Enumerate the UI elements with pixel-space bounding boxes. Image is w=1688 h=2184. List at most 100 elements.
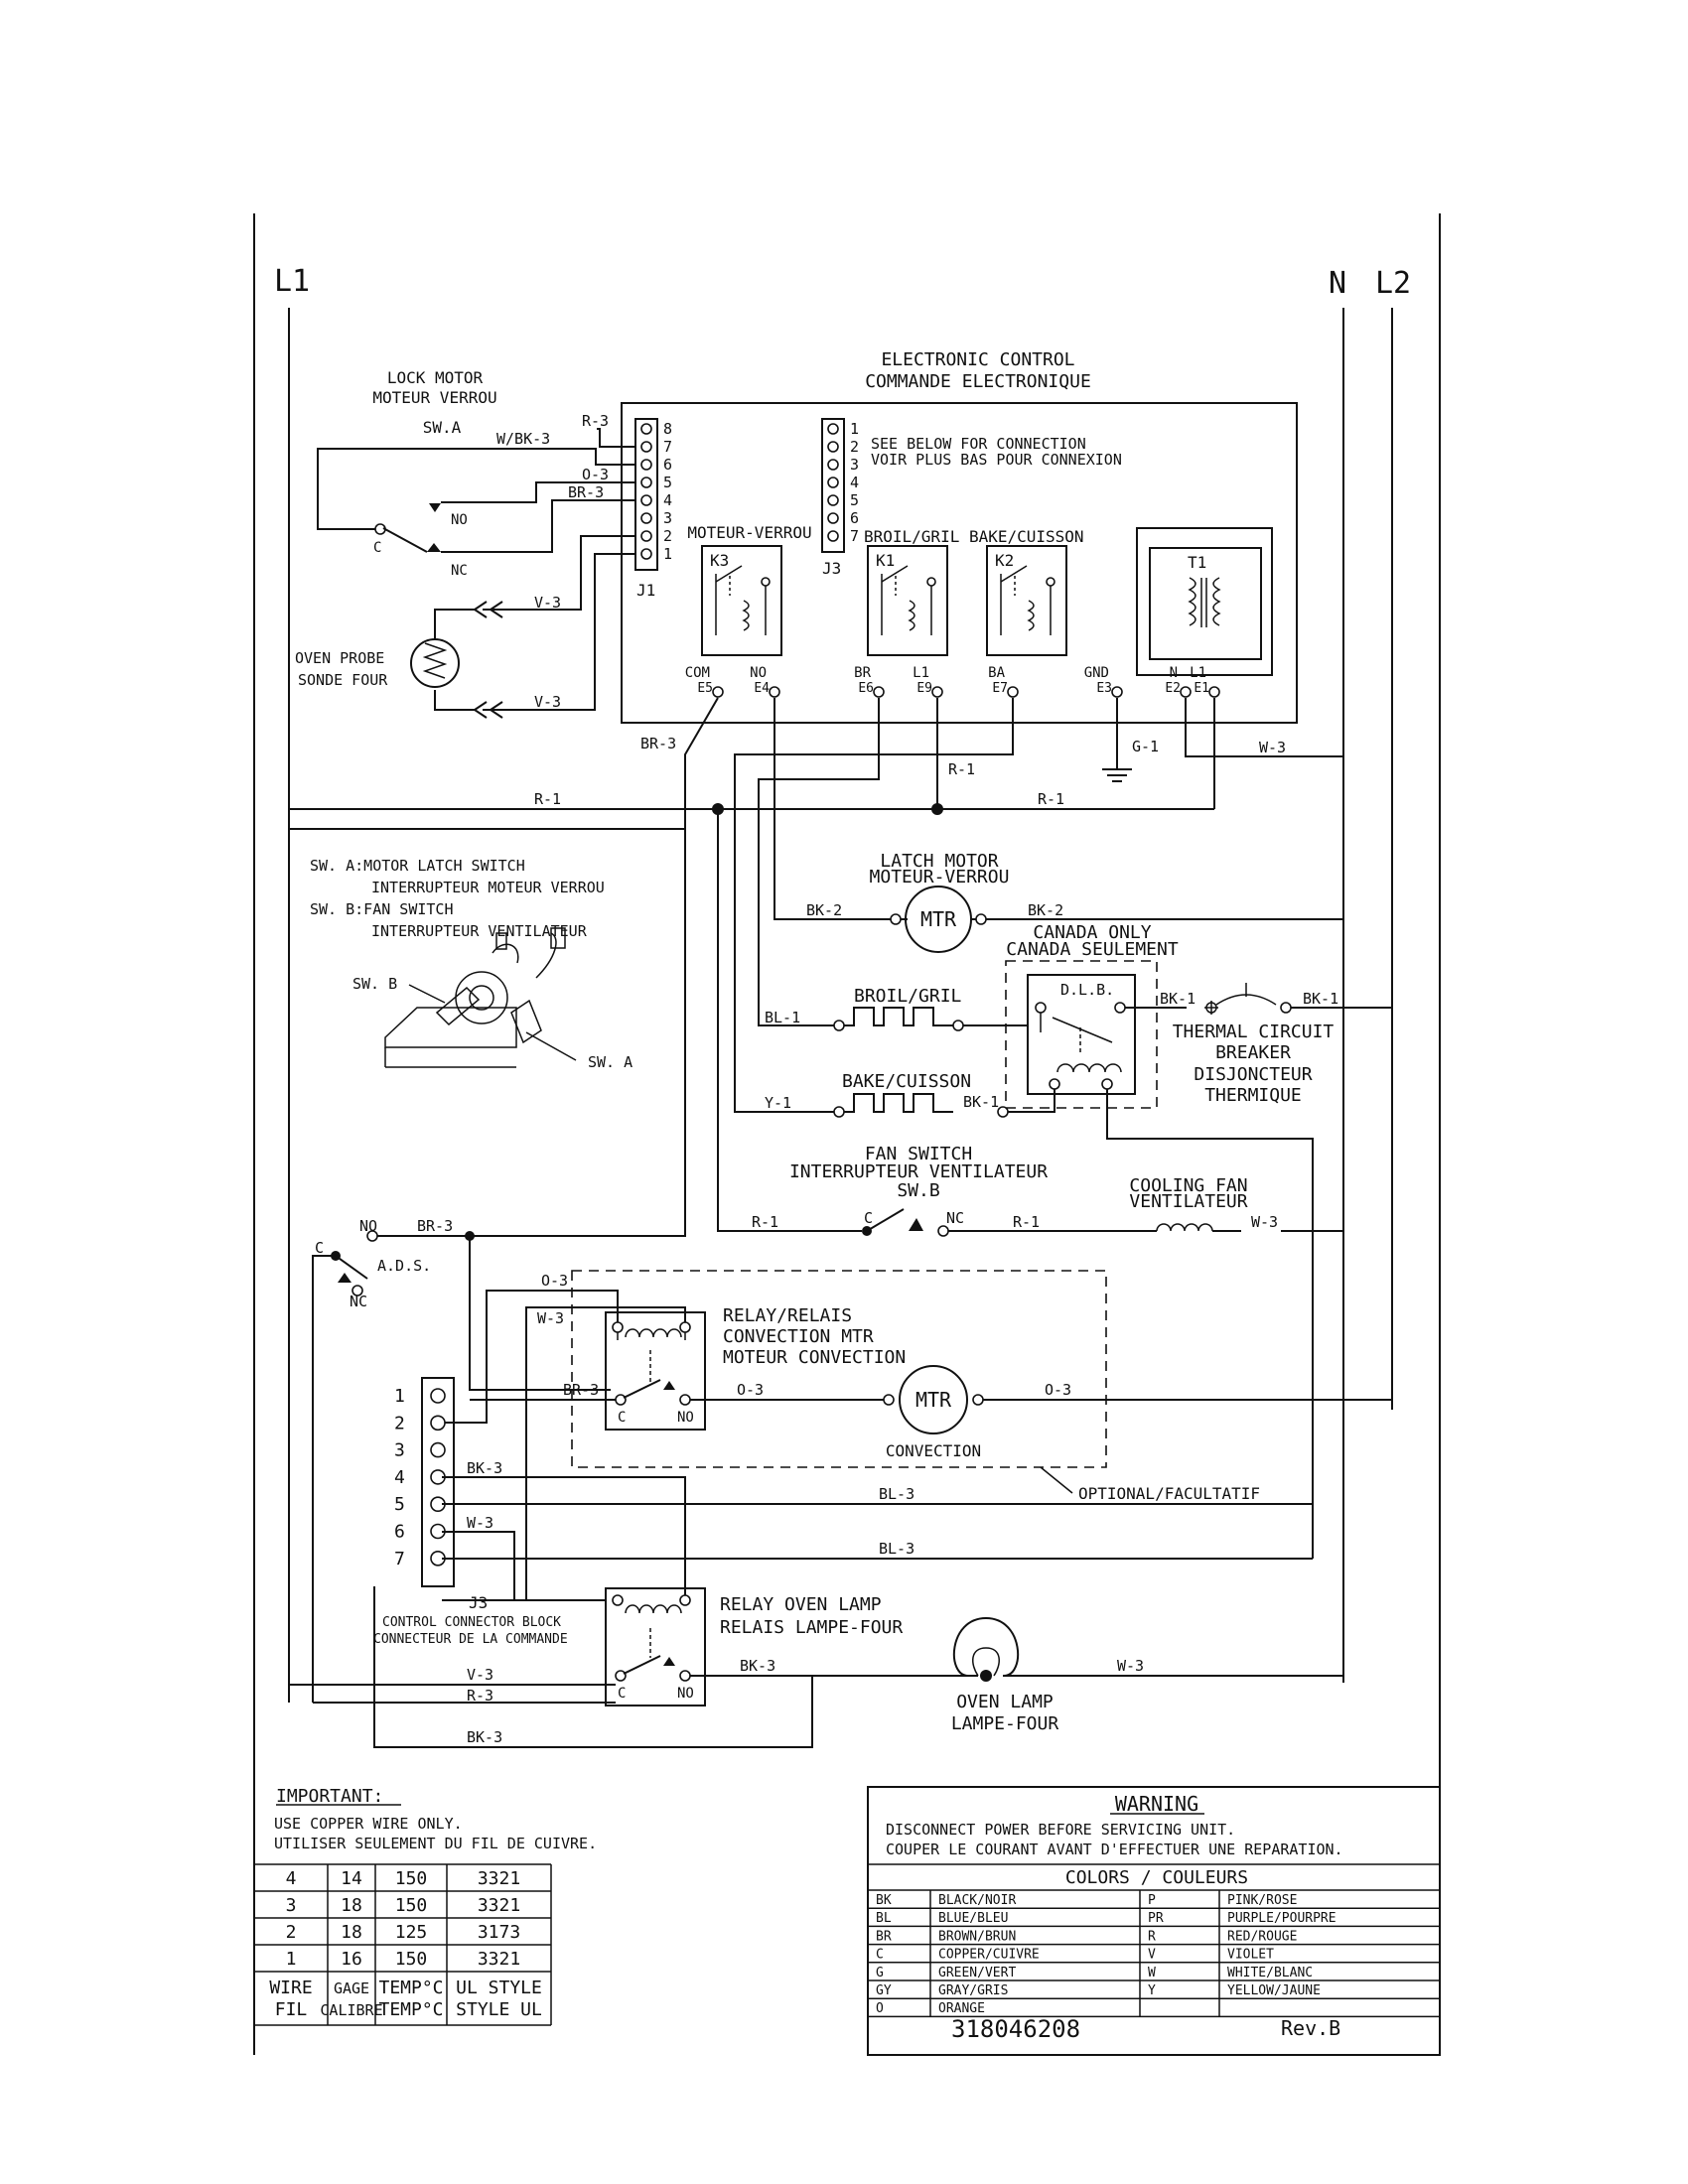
- warning-section: WARNING DISCONNECT POWER BEFORE SERVICIN…: [867, 1786, 1441, 2056]
- wire-label-br3-ads: BR-3: [417, 1217, 453, 1235]
- ads-c-label: C: [315, 1239, 324, 1257]
- wire-table-header: WIRE: [269, 1978, 312, 1998]
- convection-motor-symbol: [899, 1365, 968, 1434]
- latch-motor-title: LATCH MOTOR: [880, 851, 998, 872]
- wire-table-header: UL STYLE: [456, 1978, 542, 1998]
- colors-table-cell: O: [876, 2001, 884, 2016]
- fan-switch-c: C: [864, 1209, 873, 1227]
- wire-label-v3-top: V-3: [534, 594, 561, 612]
- optional-dashed-box: [571, 1270, 1107, 1468]
- lamp-relay-box: [605, 1587, 706, 1706]
- lamp-relay-label-fr: RELAIS LAMPE-FOUR: [720, 1617, 903, 1638]
- switch-legend: SW. A:MOTOR LATCH SWITCH INTERRUPTEUR MO…: [289, 828, 686, 1196]
- main-wiring: R-1 R-1 R-1 BR-3 BK-2 BL-1 Y-1 G-1 W-3: [289, 697, 1343, 1237]
- wire-table-cell: 4: [286, 1868, 297, 1889]
- conv-relay-c-label: C: [618, 1410, 626, 1426]
- important-title: IMPORTANT:: [276, 1786, 383, 1807]
- thermal-breaker-label-2: BREAKER: [1215, 1042, 1291, 1063]
- wire-label-r3-j1: R-3: [582, 412, 609, 430]
- connector-pin: [430, 1388, 446, 1404]
- wire-label-wbk3: W/BK-3: [496, 430, 550, 448]
- canada-only-label: CANADA ONLY: [1033, 922, 1151, 943]
- wire-table-cell: 150: [395, 1868, 428, 1889]
- wire-table-cell: 3173: [478, 1922, 520, 1943]
- oven-probe-label: OVEN PROBE: [295, 649, 384, 667]
- lock-motor-switch: LOCK MOTOR MOTEUR VERROU SW.A R-3 W/BK-3…: [317, 368, 635, 579]
- oven-probe-label-fr: SONDE FOUR: [298, 671, 388, 689]
- j1-pin: [640, 494, 652, 506]
- control-title: ELECTRONIC CONTROL: [881, 349, 1074, 370]
- door-lock-breaker: CANADA ONLY CANADA SEULEMENT D.L.B. BK-1…: [1005, 922, 1392, 1521]
- wire-label-r1-fan: R-1: [752, 1213, 778, 1231]
- j3-pin-number: 1: [850, 420, 859, 438]
- bake-element-symbol: [844, 1093, 953, 1113]
- wire-label-bk2-left: BK-2: [806, 901, 842, 919]
- terminal-id: E7: [992, 681, 1008, 696]
- convection-motor-mtr: MTR: [915, 1388, 952, 1412]
- terminal-name: N: [1170, 665, 1178, 681]
- conv-relay-label-3: MOTEUR CONVECTION: [723, 1347, 906, 1368]
- fan-switch-label: FAN SWITCH: [865, 1144, 972, 1164]
- wire-table-cell: 150: [395, 1949, 428, 1970]
- wire-label-o3-relay: O-3: [541, 1272, 568, 1290]
- terminal-point: [1007, 686, 1019, 698]
- connector-label: CONTROL CONNECTOR BLOCK: [382, 1615, 561, 1630]
- j3-pin: [827, 477, 839, 488]
- colors-table-cell: GRAY/GRIS: [938, 1983, 1008, 1998]
- terminal-name: L1: [913, 665, 929, 681]
- terminal-id: E9: [916, 681, 932, 696]
- ads-label: A.D.S.: [377, 1257, 431, 1275]
- important-note-fr: UTILISER SEULEMENT DU FIL DE CUIVRE.: [274, 1835, 597, 1852]
- colors-table-cell: R: [1148, 1929, 1156, 1944]
- j1-pin: [640, 512, 652, 524]
- colors-table-cell: BLUE/BLEU: [938, 1911, 1008, 1926]
- part-number: 318046208: [951, 2015, 1080, 2043]
- wire-label-bk1-l2: BK-1: [1303, 990, 1338, 1008]
- electronic-control: ELECTRONIC CONTROL COMMANDE ELECTRONIQUE…: [621, 349, 1298, 724]
- wire-label-w3-n: W-3: [1259, 739, 1286, 756]
- connector-pin-number: 5: [394, 1494, 405, 1515]
- connector-label-fr: CONNECTEUR DE LA COMMANDE: [373, 1632, 568, 1647]
- wire-label-v3-lamp: V-3: [467, 1666, 493, 1684]
- terminal-name: COM: [685, 665, 710, 681]
- relay-label: K1: [876, 551, 895, 570]
- oven-lamp-label: OVEN LAMP: [956, 1692, 1054, 1712]
- lock-motor-switch-label: SW.A: [423, 418, 462, 437]
- lamp-relay-no-label: NO: [677, 1686, 694, 1702]
- legend-sw-b-fr: INTERRUPTEUR VENTILATEUR: [371, 922, 588, 940]
- wire-label-bk3-connector: BK-3: [467, 1459, 502, 1477]
- j1-pin: [640, 477, 652, 488]
- j3-pin: [827, 494, 839, 506]
- colors-table-cell: RED/ROUGE: [1227, 1929, 1297, 1944]
- wire-table-header: GAGE: [334, 1979, 369, 1997]
- broil-element-label: BROIL/GRIL: [854, 986, 962, 1007]
- sw-a-pointer-label: SW. A: [588, 1053, 633, 1071]
- colors-table-cell: BR: [876, 1929, 892, 1944]
- j3-label: J3: [822, 559, 841, 578]
- oven-lamp-label-fr: LAMPE-FOUR: [951, 1713, 1059, 1734]
- colors-table-cell: PURPLE/POURPRE: [1227, 1911, 1336, 1926]
- important-note: USE COPPER WIRE ONLY.: [274, 1815, 463, 1833]
- terminal-id: E5: [697, 681, 713, 696]
- colors-table-cell: BLACK/NOIR: [938, 1893, 1016, 1908]
- j3-pin-number: 6: [850, 509, 859, 527]
- terminal-point: [769, 686, 780, 698]
- legend-sw-b: SW. B:FAN SWITCH: [310, 900, 454, 918]
- broil-element-symbol: [844, 1007, 953, 1026]
- wire-label-bl3-lower: BL-3: [879, 1540, 914, 1558]
- terminal-id: E6: [858, 681, 874, 696]
- j3-pin: [827, 441, 839, 453]
- wire-label-w3-relay: W-3: [537, 1309, 564, 1327]
- connector-j3-label: J3: [469, 1593, 488, 1612]
- j1-pin-number: 4: [663, 491, 672, 509]
- j3-pin-number: 5: [850, 491, 859, 509]
- terminal-point: [1208, 686, 1220, 698]
- transformer-secondary-coil: [1212, 577, 1221, 626]
- j1-connector: [634, 418, 658, 571]
- colors-table-cell: C: [876, 1948, 884, 1963]
- wire-table-cell: 125: [395, 1922, 428, 1943]
- wire-table-header-fr: CALIBRE: [320, 2001, 382, 2019]
